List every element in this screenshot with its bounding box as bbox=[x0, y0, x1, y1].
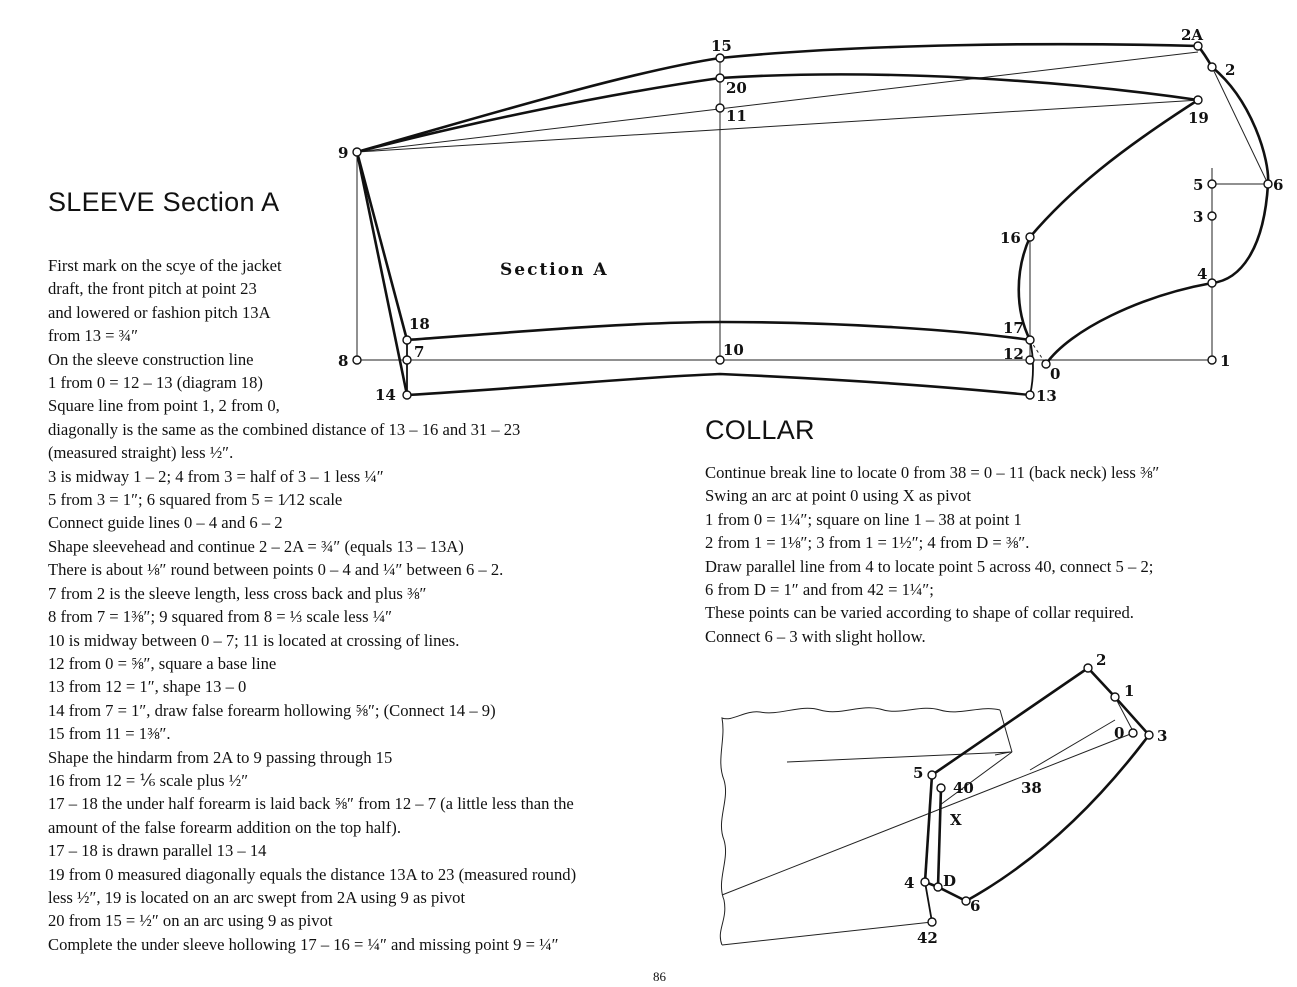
point-label-19: 19 bbox=[1188, 109, 1209, 127]
point-label-14: 14 bbox=[375, 386, 396, 404]
point-label-12: 12 bbox=[1003, 345, 1024, 363]
collar-body-outline bbox=[719, 707, 1013, 946]
sleeve-instruction-line: 17 – 18 is drawn parallel 13 – 14 bbox=[48, 841, 267, 861]
forearm-false-line bbox=[355, 151, 409, 396]
point-label-5: 5 bbox=[1193, 176, 1203, 194]
sleeve-instruction-line: 20 from 15 = ½″ on an arc using 9 as piv… bbox=[48, 911, 333, 931]
point-label-9: 9 bbox=[338, 144, 348, 162]
sleeve-instruction-line: 15 from 11 = 1⅜″. bbox=[48, 724, 171, 744]
point-label-13: 13 bbox=[1036, 387, 1057, 405]
sleeve-instruction-line: amount of the false forearm addition on … bbox=[48, 817, 401, 837]
sleeve-instruction-line: Shape the hindarm from 2A to 9 passing t… bbox=[48, 747, 393, 767]
hindarm-top-curve bbox=[356, 42, 1199, 154]
sleeve-diagram: Section A 2A 2 15 20 11 19 9 5 6 3 16 4 … bbox=[338, 26, 1283, 405]
sleeve-instruction-line: 17 – 18 the under half forearm is laid b… bbox=[48, 794, 574, 814]
sleeve-instruction-line: There is about ⅛″ round between points 0… bbox=[48, 560, 504, 580]
point-label-4: 4 bbox=[1197, 265, 1207, 283]
sleeve-instruction-line: 14 from 7 = 1″, draw false forearm hollo… bbox=[48, 700, 496, 720]
sleeve-instruction-line: draft, the front pitch at point 23 bbox=[48, 279, 257, 299]
sleeve-instruction-line: from 13 = ¾″ bbox=[48, 326, 139, 346]
sleeve-section-title: SLEEVE Section A bbox=[48, 187, 280, 217]
point-label-8: 8 bbox=[338, 352, 348, 370]
sleeve-instructions: First mark on the scye of the jacket dra… bbox=[48, 254, 688, 956]
point-label-2a: 2A bbox=[1181, 26, 1203, 44]
sleeve-instruction-line: First mark on the scye of the jacket bbox=[48, 256, 282, 275]
point-label-6: 6 bbox=[1273, 176, 1283, 194]
collar-instruction-line: Connect 6 – 3 with slight hollow. bbox=[705, 626, 926, 646]
sleeve-instruction-line: less ½″, 19 is located on an arc swept f… bbox=[48, 887, 466, 907]
sleeve-instruction-line: and lowered or fashion pitch 13A bbox=[48, 302, 271, 322]
sleeve-instruction-line: 5 from 3 = 1″; 6 squared from 5 = 1⁄12 s… bbox=[48, 490, 343, 510]
collar-diagram: 2 1 0 3 5 40 38 X 4 D 6 42 bbox=[719, 651, 1167, 947]
sleeve-instruction-line: 19 from 0 measured diagonally equals the… bbox=[48, 864, 577, 884]
collar-point-label-0: 0 bbox=[1114, 724, 1124, 742]
point-label-18: 18 bbox=[409, 315, 430, 333]
page-number: 86 bbox=[653, 969, 666, 984]
collar-point-label-6: 6 bbox=[970, 897, 980, 915]
sleeve-point-markers bbox=[352, 41, 1273, 400]
point-label-15: 15 bbox=[711, 37, 732, 55]
sleeve-instruction-line: 7 from 2 is the sleeve length, less cros… bbox=[48, 583, 427, 603]
collar-point-label-38: 38 bbox=[1021, 779, 1042, 797]
collar-point-label-1: 1 bbox=[1124, 682, 1134, 700]
point-label-0: 0 bbox=[1050, 365, 1060, 383]
collar-point-label-4: 4 bbox=[904, 874, 914, 892]
top-under-line bbox=[406, 320, 1031, 342]
point-label-3: 3 bbox=[1193, 208, 1203, 226]
sleeve-instruction-line: Square line from point 1, 2 from 0, bbox=[48, 396, 280, 416]
forearm-under-line bbox=[355, 151, 409, 341]
sleeve-instruction-line: Complete the under sleeve hollowing 17 –… bbox=[48, 934, 559, 954]
sleeve-instruction-line: On the sleeve construction line bbox=[48, 349, 254, 369]
collar-instruction-line: 1 from 0 = 1¼″; square on line 1 – 38 at… bbox=[705, 509, 1022, 529]
collar-instruction-line: Continue break line to locate 0 from 38 … bbox=[705, 463, 1160, 482]
collar-section-title: COLLAR bbox=[705, 415, 815, 445]
sleeve-instruction-line: 1 from 0 = 12 – 13 (diagram 18) bbox=[48, 373, 263, 393]
collar-point-label-5: 5 bbox=[913, 764, 923, 782]
collar-point-label-3: 3 bbox=[1157, 727, 1167, 745]
bottom-base-line bbox=[406, 372, 1031, 397]
point-label-7: 7 bbox=[414, 343, 424, 361]
point-label-10: 10 bbox=[723, 341, 744, 359]
sleeve-instruction-line: 10 is midway between 0 – 7; 11 is locate… bbox=[48, 630, 460, 650]
collar-point-label-d: D bbox=[943, 872, 956, 890]
point-label-1: 1 bbox=[1220, 352, 1230, 370]
sleeve-instruction-line: 12 from 0 = ⅝″, square a base line bbox=[48, 653, 277, 673]
collar-guide-lines bbox=[721, 696, 1136, 896]
undersleeve-head bbox=[1017, 98, 1199, 341]
sleeve-instruction-line: diagonally is the same as the combined d… bbox=[48, 419, 521, 439]
collar-point-label-42: 42 bbox=[917, 929, 938, 947]
hindarm-under-curve bbox=[356, 73, 1199, 154]
point-label-16: 16 bbox=[1000, 229, 1021, 247]
collar-instruction-line: 2 from 1 = 1⅛″; 3 from 1 = 1½″; 4 from D… bbox=[705, 533, 1030, 553]
collar-point-label-40: 40 bbox=[953, 779, 974, 797]
collar-point-markers bbox=[920, 663, 1154, 927]
collar-point-label-2: 2 bbox=[1096, 651, 1106, 669]
torn-edge bbox=[719, 707, 1001, 946]
sleeve-instruction-line: 3 is midway 1 – 2; 4 from 3 = half of 3 … bbox=[48, 466, 384, 486]
point-label-11: 11 bbox=[726, 107, 747, 125]
collar-instruction-line: Draw parallel line from 4 to locate poin… bbox=[705, 556, 1154, 576]
point-label-2: 2 bbox=[1225, 61, 1235, 79]
collar-instruction-line: Swing an arc at point 0 using X as pivot bbox=[705, 486, 971, 506]
sleeve-instruction-line: (measured straight) less ½″. bbox=[48, 443, 234, 463]
section-a-label: Section A bbox=[500, 260, 609, 280]
point-label-20: 20 bbox=[726, 79, 747, 97]
collar-instructions: Continue break line to locate 0 from 38 … bbox=[705, 461, 1295, 648]
sleeve-instruction-line: 13 from 12 = 1″, shape 13 – 0 bbox=[48, 677, 247, 697]
sleeve-instruction-line: 16 from 12 = ⅙ scale plus ½″ bbox=[48, 770, 249, 790]
sleeve-instruction-line: Connect guide lines 0 – 4 and 6 – 2 bbox=[48, 513, 283, 533]
sleeve-instruction-line: 8 from 7 = 1⅜″; 9 squared from 8 = ⅓ sca… bbox=[48, 607, 393, 627]
point-label-17: 17 bbox=[1003, 319, 1024, 337]
sleeve-instruction-line: Shape sleevehead and continue 2 – 2A = ¾… bbox=[48, 536, 464, 556]
collar-point-label-x: X bbox=[950, 811, 962, 829]
collar-instruction-line: These points can be varied according to … bbox=[705, 603, 1134, 623]
collar-instruction-line: 6 from D = 1″ and from 42 = 1¼″; bbox=[705, 580, 934, 600]
